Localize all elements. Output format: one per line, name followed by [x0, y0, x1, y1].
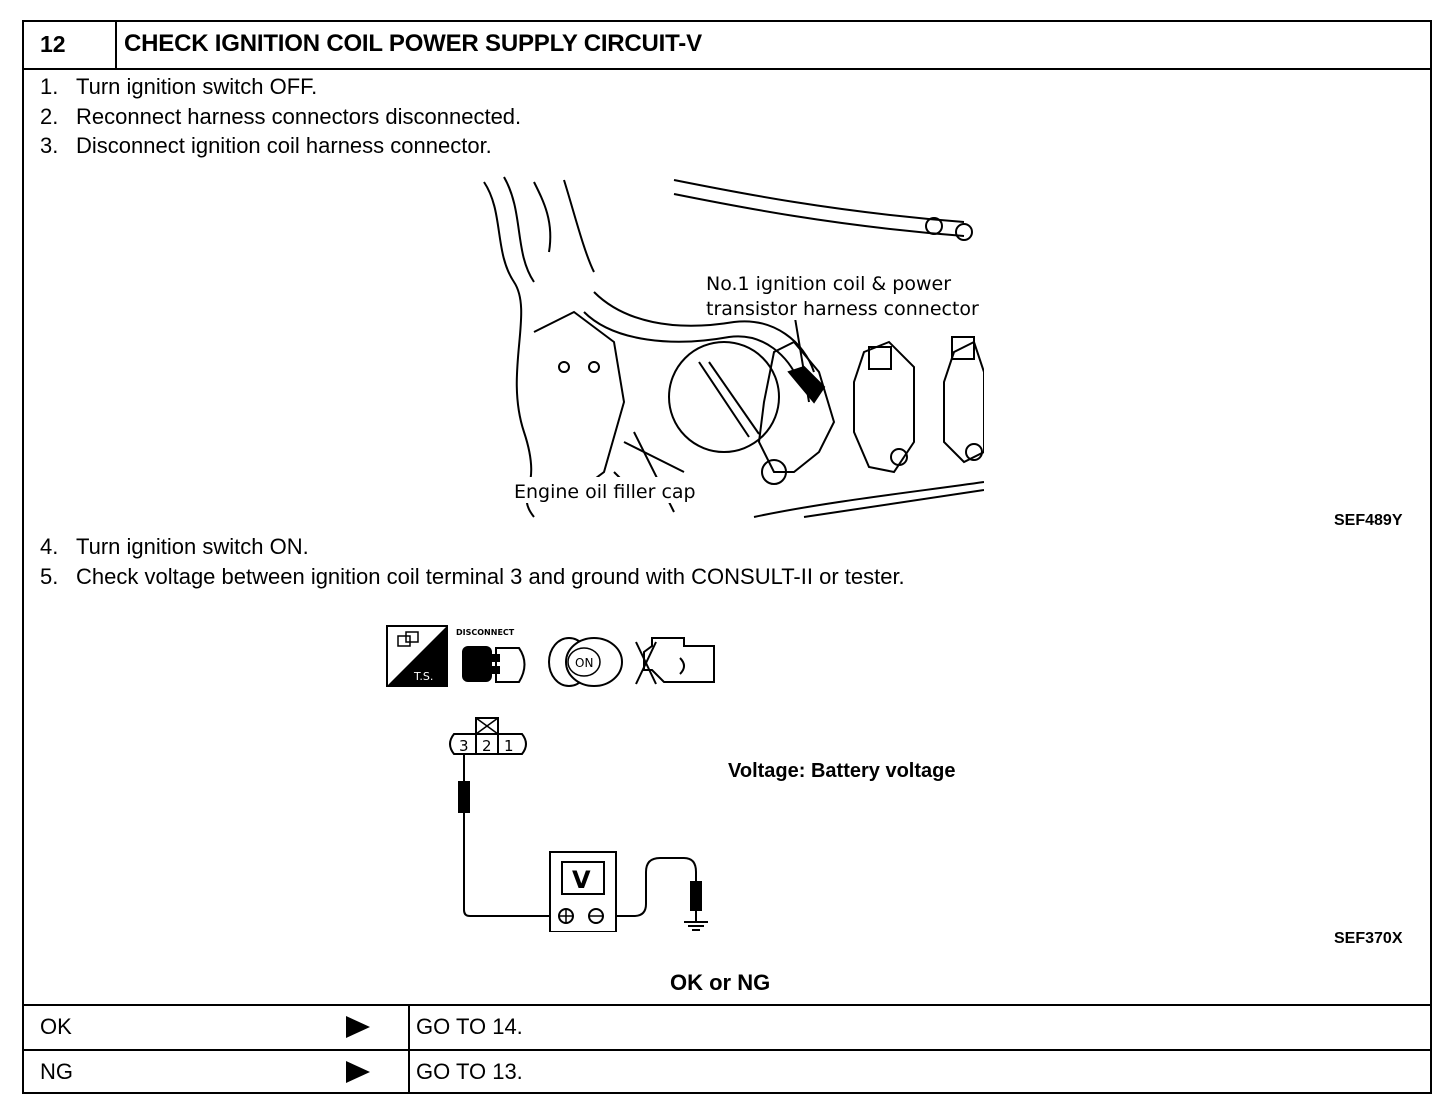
pipe-line — [483, 181, 535, 518]
step-5-text: Check voltage between ignition coil term… — [76, 564, 905, 589]
page-title: CHECK IGNITION COIL POWER SUPPLY CIRCUIT… — [124, 30, 702, 57]
voltage-check-diagram: T.S. DISCONNECT ON — [386, 625, 715, 932]
step-4: 4. Turn ignition switch ON. — [40, 534, 309, 560]
voltage-spec: Voltage: Battery voltage — [728, 760, 956, 782]
arrow-right-icon — [346, 1061, 370, 1083]
figure-code-1: SEF489Y — [1334, 512, 1403, 529]
column-divider — [408, 1051, 410, 1094]
terminal-2: 2 — [482, 737, 492, 755]
column-divider — [408, 1006, 410, 1049]
ts-icon: T.S. — [386, 625, 448, 687]
step-4-number: 4. — [40, 534, 59, 559]
step-number: 12 — [24, 22, 117, 68]
ignition-coil-connector: 3 2 1 — [449, 717, 527, 755]
voltmeter-label: V — [572, 866, 591, 894]
disconnect-icon-label: DISCONNECT — [456, 628, 515, 637]
step-3-text: Disconnect ignition coil harness connect… — [76, 133, 492, 158]
positive-lead — [463, 812, 554, 917]
engine-off-icon — [635, 637, 715, 685]
disconnect-icon: DISCONNECT — [456, 628, 526, 683]
result-key-ok: OK — [40, 1014, 72, 1039]
connector-callout-line1: No.1 ignition coil & power — [706, 273, 951, 295]
step-1-number: 1. — [40, 74, 59, 99]
connector-callout-line2: transistor harness connector — [706, 298, 979, 320]
step-1: 1. Turn ignition switch OFF. — [40, 74, 317, 100]
header-bar: 12 CHECK IGNITION COIL POWER SUPPLY CIRC… — [24, 22, 1430, 70]
step-4-text: Turn ignition switch ON. — [76, 534, 309, 559]
step-1-text: Turn ignition switch OFF. — [76, 74, 318, 99]
step-3-number: 3. — [40, 133, 59, 158]
negative-lead — [602, 857, 697, 917]
result-action-ng: GO TO 13. — [416, 1059, 523, 1084]
step-2: 2. Reconnect harness connectors disconnec… — [40, 104, 521, 130]
voltmeter: V — [549, 851, 617, 932]
terminal-3: 3 — [459, 737, 469, 755]
step-5-number: 5. — [40, 564, 59, 589]
arrow-right-icon — [346, 1016, 370, 1038]
ignition-on-label: ON — [575, 656, 593, 670]
step-2-text: Reconnect harness connectors disconnecte… — [76, 104, 522, 129]
result-action-ok: GO TO 14. — [416, 1014, 523, 1039]
oil-filler-cap — [668, 341, 780, 453]
result-row-ng: NG GO TO 13. — [24, 1049, 1430, 1094]
step-3: 3. Disconnect ignition coil harness conne… — [40, 133, 492, 159]
result-row-ok: OK GO TO 14. — [24, 1004, 1430, 1049]
ignition-on-icon: ON — [548, 637, 623, 687]
terminal-1: 1 — [504, 737, 514, 755]
procedure-card: 12 CHECK IGNITION COIL POWER SUPPLY CIRC… — [22, 20, 1432, 1094]
result-key-ng: NG — [40, 1059, 73, 1084]
figure-code-2: SEF370X — [1334, 930, 1403, 947]
result-heading: OK or NG — [670, 970, 771, 995]
step-5: 5. Check voltage between ignition coil te… — [40, 564, 905, 590]
oil-cap-callout: Engine oil filler cap — [514, 481, 696, 503]
engine-illustration: No.1 ignition coil & power transistor ha… — [483, 176, 984, 518]
ts-icon-label: T.S. — [413, 670, 433, 683]
step-2-number: 2. — [40, 104, 59, 129]
